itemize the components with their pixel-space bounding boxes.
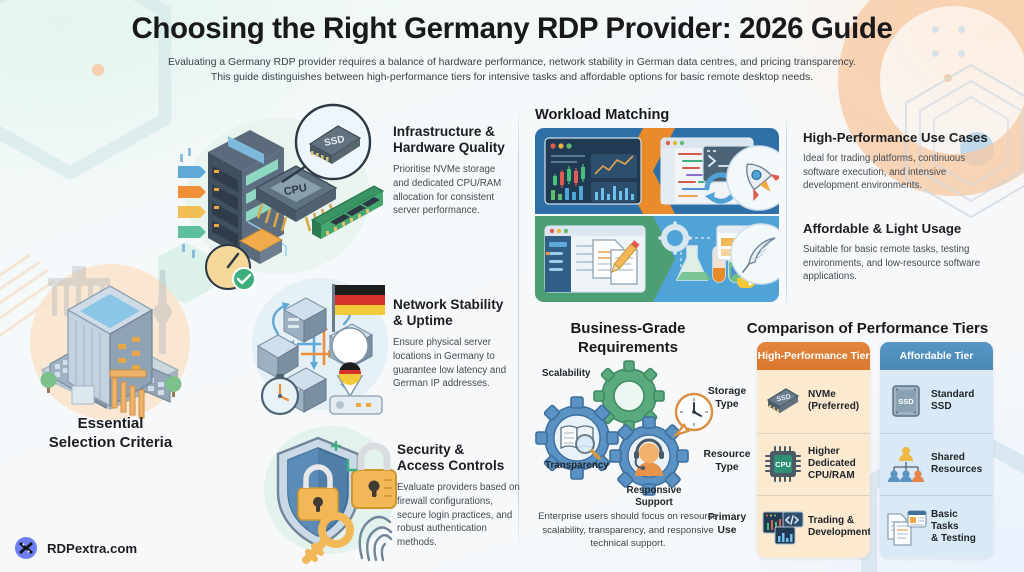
page-subtitle: Evaluating a Germany RDP provider requir… (167, 55, 857, 85)
use-case-title: High-Performance Use Cases (803, 130, 988, 145)
row-label-resource-type: Resource Type (703, 449, 751, 473)
gear-label-responsive-support: Responsive Support (626, 485, 682, 509)
criterion-title-line-1: Network Stability (393, 297, 504, 312)
brand-footer[interactable]: RDPextra.com (14, 536, 137, 560)
criterion-infrastructure: CPU (178, 103, 508, 291)
dot-decor (92, 64, 104, 76)
cell-text: Higher Dedicated CPU/RAM (808, 446, 856, 482)
criterion-body: Evaluate providers based on firewall con… (397, 482, 520, 549)
shared-users-icon (887, 445, 925, 483)
criterion-title-line-2: Access Controls (397, 458, 505, 474)
cell-hp-resource: CPU Higher Dedicated CPU/RAM (757, 432, 870, 496)
criterion-body: Ensure physical server locations in Germ… (393, 337, 507, 390)
server-hardware-icon: CPU (178, 103, 385, 291)
row-label-storage-type: Storage Type (707, 386, 747, 410)
cell-hp-primary-use: Trading & Development (757, 495, 870, 558)
business-requirements-title: Business-Grade Requirements (533, 320, 723, 357)
criterion-title-line-1: Infrastructure & (393, 124, 495, 139)
criterion-title: Network Stability & Uptime (393, 297, 511, 329)
cell-af-resource: Shared Resources (880, 432, 993, 496)
workload-matching-collage (535, 128, 779, 302)
subtitle-line-2: This guide distinguishes between high-pe… (210, 72, 814, 84)
network-servers-germany-icon (252, 278, 388, 416)
use-case-affordable: Affordable & Light Usage Suitable for ba… (803, 221, 1003, 284)
criterion-title-line-2: Hardware Quality (393, 140, 505, 156)
business-title-line-1: Business-Grade (570, 320, 686, 337)
standard-ssd-icon: SSD (887, 382, 925, 420)
svg-text:SSD: SSD (898, 397, 914, 406)
trading-code-windows-icon (762, 508, 804, 546)
subtitle-line-1: Evaluating a Germany RDP provider requir… (167, 57, 857, 69)
column-header-high-performance: High-Performance Tier (757, 342, 870, 370)
use-case-body: Suitable for basic remote tasks, testing… (803, 243, 981, 283)
criterion-security: Security & Access Controls Evaluate prov… (262, 418, 520, 568)
page-title: Choosing the Right Germany RDP Provider:… (131, 12, 893, 45)
gear-headset-agent-icon (609, 416, 689, 496)
essential-selection-criteria-label: Essential Selection Criteria (8, 415, 213, 453)
cell-text: Shared Resources (931, 452, 983, 476)
nvme-ssd-icon: SSD (764, 382, 802, 420)
shield-lock-fingerprint-icon (264, 426, 397, 564)
cpu-chip-icon: CPU (764, 445, 802, 483)
city-building-icon (30, 264, 190, 420)
criterion-body: Prioritise NVMe storage and dedicated CP… (393, 164, 502, 217)
cell-hp-storage: SSD NVMe (Preferred) (757, 370, 870, 433)
criterion-title: Security & Access Controls (397, 442, 522, 474)
divider-right (786, 112, 787, 312)
column-header-affordable: Affordable Tier (880, 342, 993, 370)
dot-decor (958, 50, 965, 57)
header: Choosing the Right Germany RDP Provider:… (0, 12, 1024, 85)
workload-matching-title: Workload Matching (535, 107, 670, 123)
cell-af-storage: SSD Standard SSD (880, 370, 993, 433)
gear-label-scalability: Scalability (542, 368, 591, 379)
essential-label-line-1: Essential (77, 415, 144, 432)
comparison-title: Comparison of Performance Tiers (746, 320, 989, 337)
criterion-title-line-2: & Uptime (393, 313, 453, 329)
cell-text: Trading & Development (808, 514, 870, 538)
use-case-high-performance: High-Performance Use Cases Ideal for tra… (803, 130, 1003, 193)
column-high-performance-tier: High-Performance Tier SSD NVMe (Preferre… (757, 342, 870, 558)
use-case-title: Affordable & Light Usage (803, 221, 962, 236)
column-affordable-tier: Affordable Tier SSD Standard SSD (880, 342, 993, 558)
dot-decor (932, 50, 939, 57)
business-title-line-2: Requirements (577, 338, 679, 356)
brand-name: RDPextra.com (47, 540, 138, 556)
cell-af-primary-use: Basic Tasks & Testing (880, 495, 993, 558)
svg-text:CPU: CPU (775, 460, 791, 469)
essential-label-line-2: Selection Criteria (48, 433, 173, 451)
rdpextra-x-logo (15, 537, 37, 559)
dot-decor (958, 26, 965, 33)
dot-decor (932, 26, 939, 33)
use-case-body: Ideal for trading platforms, continuous … (803, 152, 966, 192)
cell-text: Standard SSD (931, 389, 975, 413)
comparison-table: Storage Type Resource Type Primary Use H… (700, 342, 1012, 558)
business-requirements-note: Enterprise users should focus on resourc… (538, 511, 718, 550)
criterion-title: Infrastructure & Hardware Quality (393, 124, 508, 156)
cell-text: NVMe (Preferred) (808, 389, 860, 413)
cell-text: Basic Tasks & Testing (931, 508, 976, 544)
documents-browser-icon (887, 508, 927, 546)
criterion-network: Network Stability & Uptime Ensure physic… (252, 268, 511, 428)
gear-label-transparency: Transparency (545, 460, 609, 471)
criterion-title-line-1: Security & (397, 442, 465, 457)
